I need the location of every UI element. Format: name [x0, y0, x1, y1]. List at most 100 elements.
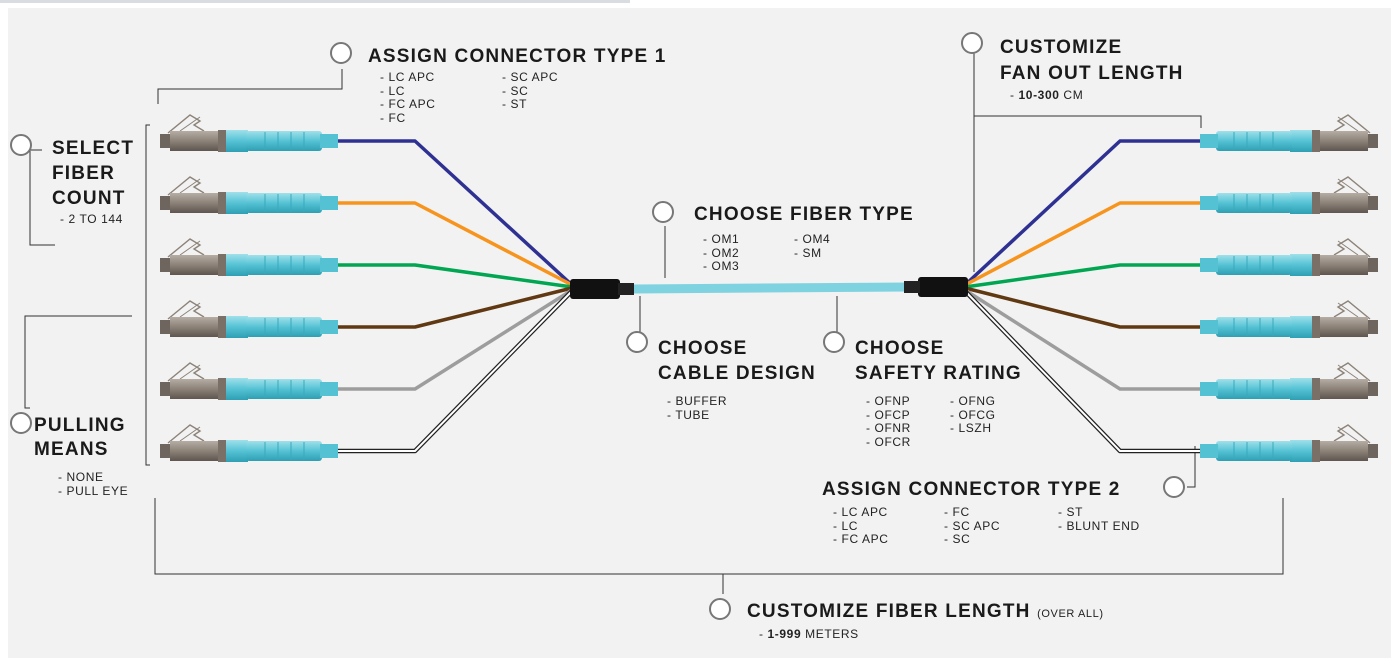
connector-type-1-radio[interactable] [330, 42, 352, 64]
right-connector-2 [1199, 176, 1379, 215]
connector-type-1-options-col1: - LC APC - LC - FC APC - FC [380, 70, 436, 125]
cable-design-title-line2: CABLE DESIGN [658, 363, 816, 384]
pulling-means-options: - NONE - PULL EYE [58, 470, 129, 498]
fan-out-length-radio[interactable] [961, 32, 983, 54]
fiber-count-title-line2: FIBER [52, 163, 115, 184]
fan-out-length-title-line2: FAN OUT LENGTH [1000, 63, 1184, 84]
right-fiber-blue [963, 139, 1200, 287]
right-fiber-orange [964, 201, 1200, 287]
connector-type-1-options-col2: - SC APC - SC - ST [502, 70, 559, 112]
connector-type-2-options-col2: - FC - SC APC - SC [944, 505, 1001, 547]
option-om2: - OM2 [703, 245, 740, 260]
left-fiber-blue [338, 139, 574, 287]
option-ofcr: - OFCR [866, 434, 911, 449]
left-breakout-boot [570, 279, 634, 299]
fiber-type-radio[interactable] [652, 201, 674, 223]
option-lc: - LC [380, 83, 406, 98]
option-sc-2: - SC [944, 532, 971, 546]
connector-type-2-radio[interactable] [1163, 476, 1185, 498]
left-fiber-white [338, 289, 574, 454]
cable-design-radio[interactable] [626, 331, 648, 353]
fiber-count-title-line3: COUNT [52, 188, 126, 209]
option-lc-2: - LC [833, 518, 859, 533]
fiber-length-range-value: 1-999 [767, 627, 802, 641]
fiber-length-range-unit: METERS [801, 627, 859, 641]
safety-rating-options-col1: - OFNP - OFCP - OFNR - OFCR [866, 394, 911, 449]
fiber-length-radio[interactable] [709, 598, 731, 620]
left-connector-4 [159, 300, 339, 339]
safety-rating-title-line2: SAFETY RATING [855, 363, 1022, 384]
fiber-length-range: - 1-999 METERS [759, 627, 859, 642]
pulling-means-title-line2: MEANS [34, 439, 109, 460]
fan-out-range-value: 10-300 [1018, 88, 1060, 102]
safety-rating-title-line1: CHOOSE [855, 338, 945, 359]
left-fiber-green [338, 263, 573, 289]
option-tube: - TUBE [667, 407, 710, 422]
option-sm: - SM [794, 245, 822, 260]
fan-out-length-title: CUSTOMIZE FAN OUT LENGTH [1000, 35, 1184, 87]
option-fc-2: - FC [944, 505, 970, 519]
fiber-type-title: CHOOSE FIBER TYPE [694, 204, 914, 225]
right-fiber-green [964, 263, 1200, 289]
left-connector-6 [159, 424, 339, 463]
option-sc-apc: - SC APC [502, 70, 559, 84]
left-fiber-gray [338, 288, 573, 391]
left-connector-3 [159, 238, 339, 277]
left-connector-1 [159, 114, 339, 153]
option-om4: - OM4 [794, 232, 831, 246]
fan-out-range-unit: CM [1059, 88, 1084, 102]
option-ofng: - OFNG [950, 394, 996, 408]
fiber-length-range-prefix: - [759, 627, 768, 641]
cable-design-options: - BUFFER - TUBE [667, 394, 728, 422]
pulling-means-title-line1: PULLING [34, 415, 126, 436]
fan-out-range-prefix: - [1010, 88, 1019, 102]
option-blunt-end: - BLUNT END [1058, 518, 1140, 533]
option-ofnp: - OFNP [866, 394, 911, 408]
right-fiber-gray [964, 288, 1200, 391]
option-lc-apc-2: - LC APC [833, 505, 888, 519]
option-lc-apc: - LC APC [380, 70, 435, 84]
option-none: - NONE [58, 470, 104, 484]
connector-type-2-options-col1: - LC APC - LC - FC APC [833, 505, 888, 547]
left-connector-5 [159, 362, 339, 401]
pulling-means-radio[interactable] [10, 412, 32, 434]
trunk-cable [629, 282, 911, 294]
right-connector-1 [1199, 114, 1379, 153]
fiber-count-range: - 2 TO 144 [60, 212, 123, 226]
right-connector-5 [1199, 362, 1379, 401]
option-om1: - OM1 [703, 232, 740, 246]
left-connector-2 [159, 176, 339, 215]
fiber-count-radio[interactable] [10, 134, 32, 156]
option-st-2: - ST [1058, 505, 1084, 519]
option-pull-eye: - PULL EYE [58, 483, 129, 498]
right-fiber-brown [964, 286, 1200, 329]
option-fc: - FC [380, 110, 406, 125]
option-om3: - OM3 [703, 259, 740, 273]
fiber-count-title: SELECT FIBER COUNT [52, 136, 134, 211]
fan-out-length-title-line1: CUSTOMIZE [1000, 37, 1123, 58]
connector-type-1-title: ASSIGN CONNECTOR TYPE 1 [368, 46, 667, 67]
option-buffer: - BUFFER [667, 394, 728, 408]
left-fiber-orange [338, 201, 573, 287]
right-connector-6 [1199, 424, 1379, 463]
option-fc-apc: - FC APC [380, 97, 436, 111]
fiber-length-note: (OVER ALL) [1037, 608, 1104, 620]
option-ofnr: - OFNR [866, 421, 911, 435]
cable-design-title-line1: CHOOSE [658, 338, 748, 359]
fiber-type-options-col2: - OM4 - SM [794, 232, 831, 260]
fiber-length-title: CUSTOMIZE FIBER LENGTH (OVER ALL) [747, 600, 1104, 626]
safety-rating-title: CHOOSE SAFETY RATING [855, 336, 1022, 386]
top-strip [0, 0, 630, 3]
connector-type-2-title: ASSIGN CONNECTOR TYPE 2 [822, 479, 1121, 500]
option-sc: - SC [502, 83, 529, 98]
pulling-means-title: PULLING MEANS [34, 414, 126, 462]
fiber-type-options-col1: - OM1 - OM2 - OM3 [703, 232, 740, 274]
option-st: - ST [502, 97, 528, 111]
fan-out-length-range: - 10-300 CM [1010, 88, 1084, 103]
option-sc-apc-2: - SC APC [944, 518, 1001, 533]
safety-rating-radio[interactable] [823, 331, 845, 353]
right-connector-3 [1199, 238, 1379, 277]
cable-design-title: CHOOSE CABLE DESIGN [658, 336, 816, 386]
connector-type-2-options-col3: - ST - BLUNT END [1058, 505, 1140, 533]
